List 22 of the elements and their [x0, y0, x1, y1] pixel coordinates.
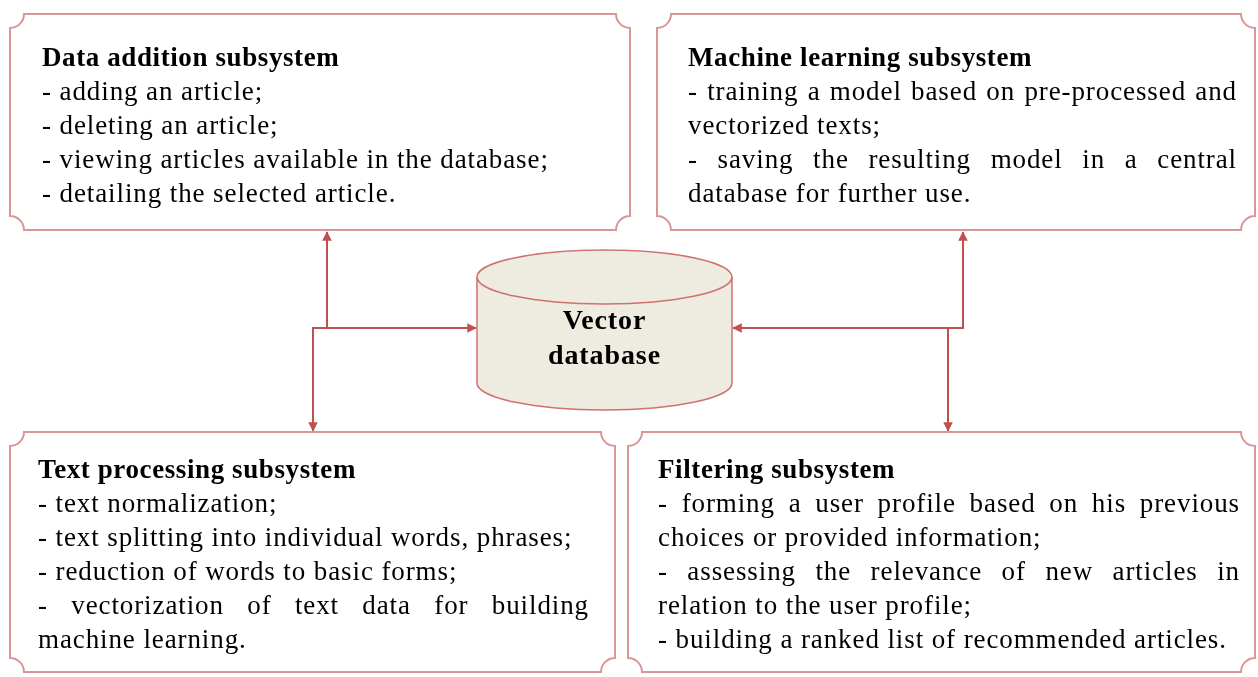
function-item: - text splitting into individual words, phrases;: [38, 521, 574, 554]
function-item: - deleting an article;: [42, 109, 280, 142]
function-item: - building a ranked list of recommended articles.: [658, 623, 1228, 656]
arrow: [308, 231, 328, 432]
arrow: [322, 231, 477, 333]
function-item: - assessing the relevance of new articles in relation to the user profile;: [658, 555, 1240, 622]
subsystem-title: Text processing subsystem: [38, 453, 358, 486]
function-item: - saving the resulting model in a central database for further use.: [688, 143, 1237, 210]
arrow: [943, 231, 964, 432]
function-item: - vectorization of text data for building machine learning.: [38, 589, 589, 656]
subsystem-title: Machine learning subsystem: [688, 41, 1034, 74]
function-item: - detailing the selected article.: [42, 177, 398, 210]
function-item: - adding an article;: [42, 75, 265, 108]
function-item: - viewing articles available in the database;: [42, 143, 550, 176]
function-item: - training a model based on pre-processed and vectorized texts;: [688, 75, 1237, 142]
arrow: [732, 231, 968, 333]
subsystem-title: Filtering subsystem: [658, 453, 897, 486]
function-item: - reduction of words to basic forms;: [38, 555, 459, 588]
function-item: - text normalization;: [38, 487, 279, 520]
subsystem-title: Data addition subsystem: [42, 41, 341, 74]
database-label: Vector database: [547, 303, 662, 372]
function-item: - forming a user profile based on his previous choices or provided information;: [658, 487, 1240, 554]
